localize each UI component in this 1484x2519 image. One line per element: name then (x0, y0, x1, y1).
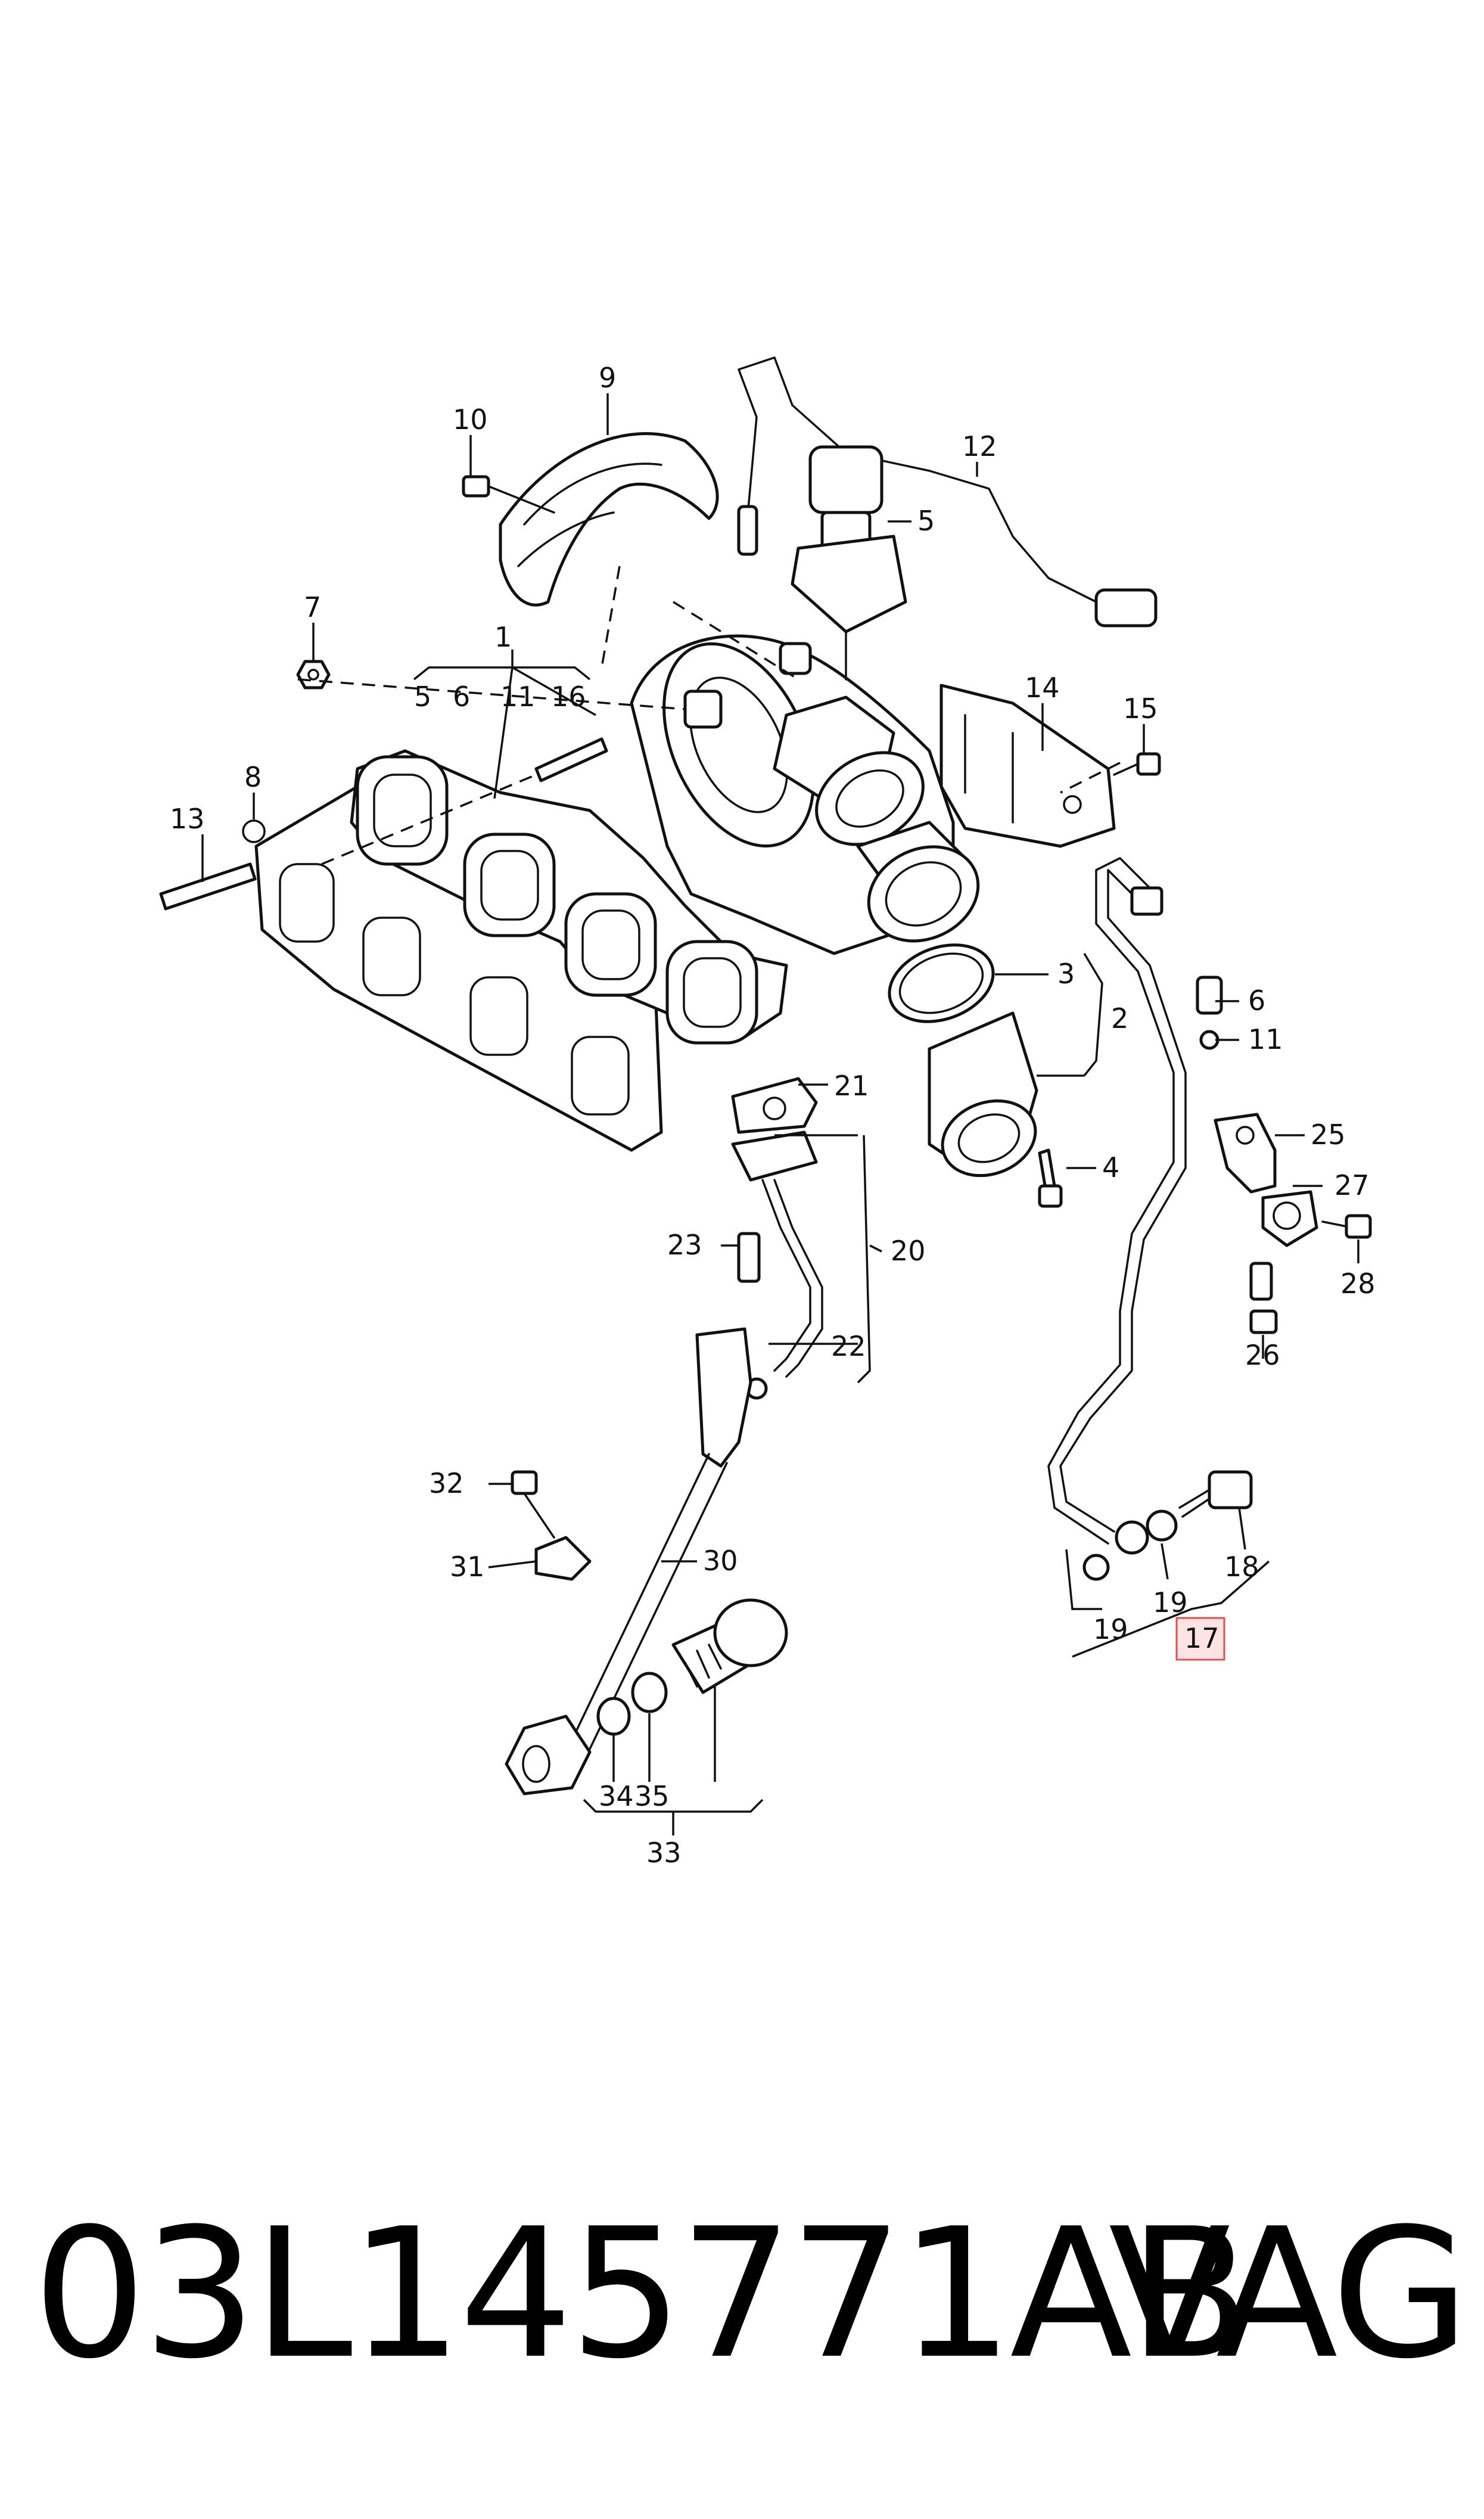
callout-34: 34 (599, 1780, 634, 1812)
footer: 03L145771AB VAG (0, 2205, 1484, 2455)
callout-23: 23 (667, 1229, 702, 1261)
callout-20: 20 (891, 1235, 926, 1267)
callout-22: 22 (831, 1330, 866, 1362)
callout-9: 9 (599, 362, 616, 394)
callout-13: 13 (170, 803, 205, 835)
washer-34 (596, 1697, 631, 1736)
callout-8: 8 (244, 761, 262, 793)
highlight-box-17 (1175, 1617, 1225, 1661)
o-ring-3 (888, 943, 995, 1023)
callout-28: 28 (1340, 1268, 1376, 1300)
gasket-21 (731, 1077, 818, 1134)
banjo-6 (1196, 976, 1223, 1015)
clip-27 (1261, 1190, 1318, 1247)
callout-17: 17 (1184, 1622, 1219, 1654)
bolt-15 (1113, 752, 1161, 776)
callout-3: 3 (1057, 958, 1075, 990)
bolt-4 (1038, 1148, 1063, 1208)
callout-7: 7 (304, 591, 321, 623)
sealing-ring-19b (1082, 1554, 1110, 1581)
callout-12: 12 (962, 430, 997, 462)
bracket-31 (534, 1536, 592, 1581)
callout-10: 10 (453, 403, 488, 436)
oil-pipe-20 (731, 1130, 823, 1378)
callout-33: 33 (646, 1837, 682, 1869)
coolant-pipe-17 (1047, 857, 1187, 1555)
callout-14: 14 (1025, 672, 1060, 704)
ring-11 (1199, 1030, 1219, 1050)
callout-27: 27 (1334, 1169, 1370, 1201)
bolt-26 (1249, 1262, 1278, 1334)
brand-name: VAG (1108, 2190, 1470, 2398)
oil-return-line-30 (505, 1327, 752, 1796)
callout-21: 21 (834, 1070, 869, 1102)
stud-16 (534, 737, 608, 782)
turbocharger (630, 634, 980, 955)
callout-4: 4 (1102, 1151, 1119, 1184)
callout-19a: 19 (1153, 1586, 1188, 1619)
bolt-32 (511, 1470, 555, 1539)
callout-26: 26 (1245, 1339, 1280, 1371)
washer-35 (631, 1672, 668, 1713)
callout-2: 2 (1111, 1002, 1128, 1035)
callout-6: 6 (1248, 984, 1265, 1017)
wastegate-actuator (791, 445, 907, 681)
callout-1-sub-11: 11 (500, 681, 536, 713)
exhaust-manifold (350, 749, 788, 1045)
callout-1: 1 (494, 621, 512, 653)
sealing-ring-19a (1146, 1509, 1178, 1542)
leader-lines (201, 393, 1359, 1835)
callout-31: 31 (450, 1551, 485, 1583)
callout-1-sub-6: 6 (453, 681, 470, 713)
bolt-23 (737, 1232, 761, 1283)
callout-11: 11 (1248, 1023, 1283, 1055)
callout-35: 35 (634, 1780, 670, 1812)
bracket-14 (939, 684, 1116, 848)
callout-1-sub-5: 5 (414, 681, 431, 713)
heat-shield (499, 432, 719, 607)
callout-30: 30 (703, 1545, 738, 1577)
nut-7 (296, 660, 331, 689)
hollow-bolt-33 (671, 1598, 788, 1694)
callout-18: 18 (1224, 1551, 1259, 1583)
part-number: 03L145771AB (33, 2190, 1251, 2398)
callout-15: 15 (1123, 692, 1158, 725)
callout-25: 25 (1311, 1119, 1346, 1151)
bolt-28 (1321, 1214, 1372, 1239)
bracket-25 (1214, 1113, 1277, 1194)
callout-labels: 1 2 3 4 5 6 7 8 9 10 11 12 13 14 15 5 6 … (170, 362, 1376, 1869)
banjo-bolt-18 (1178, 1470, 1253, 1518)
bolt-10 (462, 475, 555, 514)
connection-piece-2 (928, 1011, 1038, 1178)
parts-diagram: 1 2 3 4 5 6 7 8 9 10 11 12 13 14 15 5 6 … (159, 356, 1376, 1869)
callout-16: 16 (551, 681, 586, 713)
stud-13 (159, 862, 257, 911)
callout-5: 5 (917, 505, 935, 537)
callout-32: 32 (429, 1467, 464, 1499)
callout-19b: 19 (1093, 1613, 1128, 1645)
